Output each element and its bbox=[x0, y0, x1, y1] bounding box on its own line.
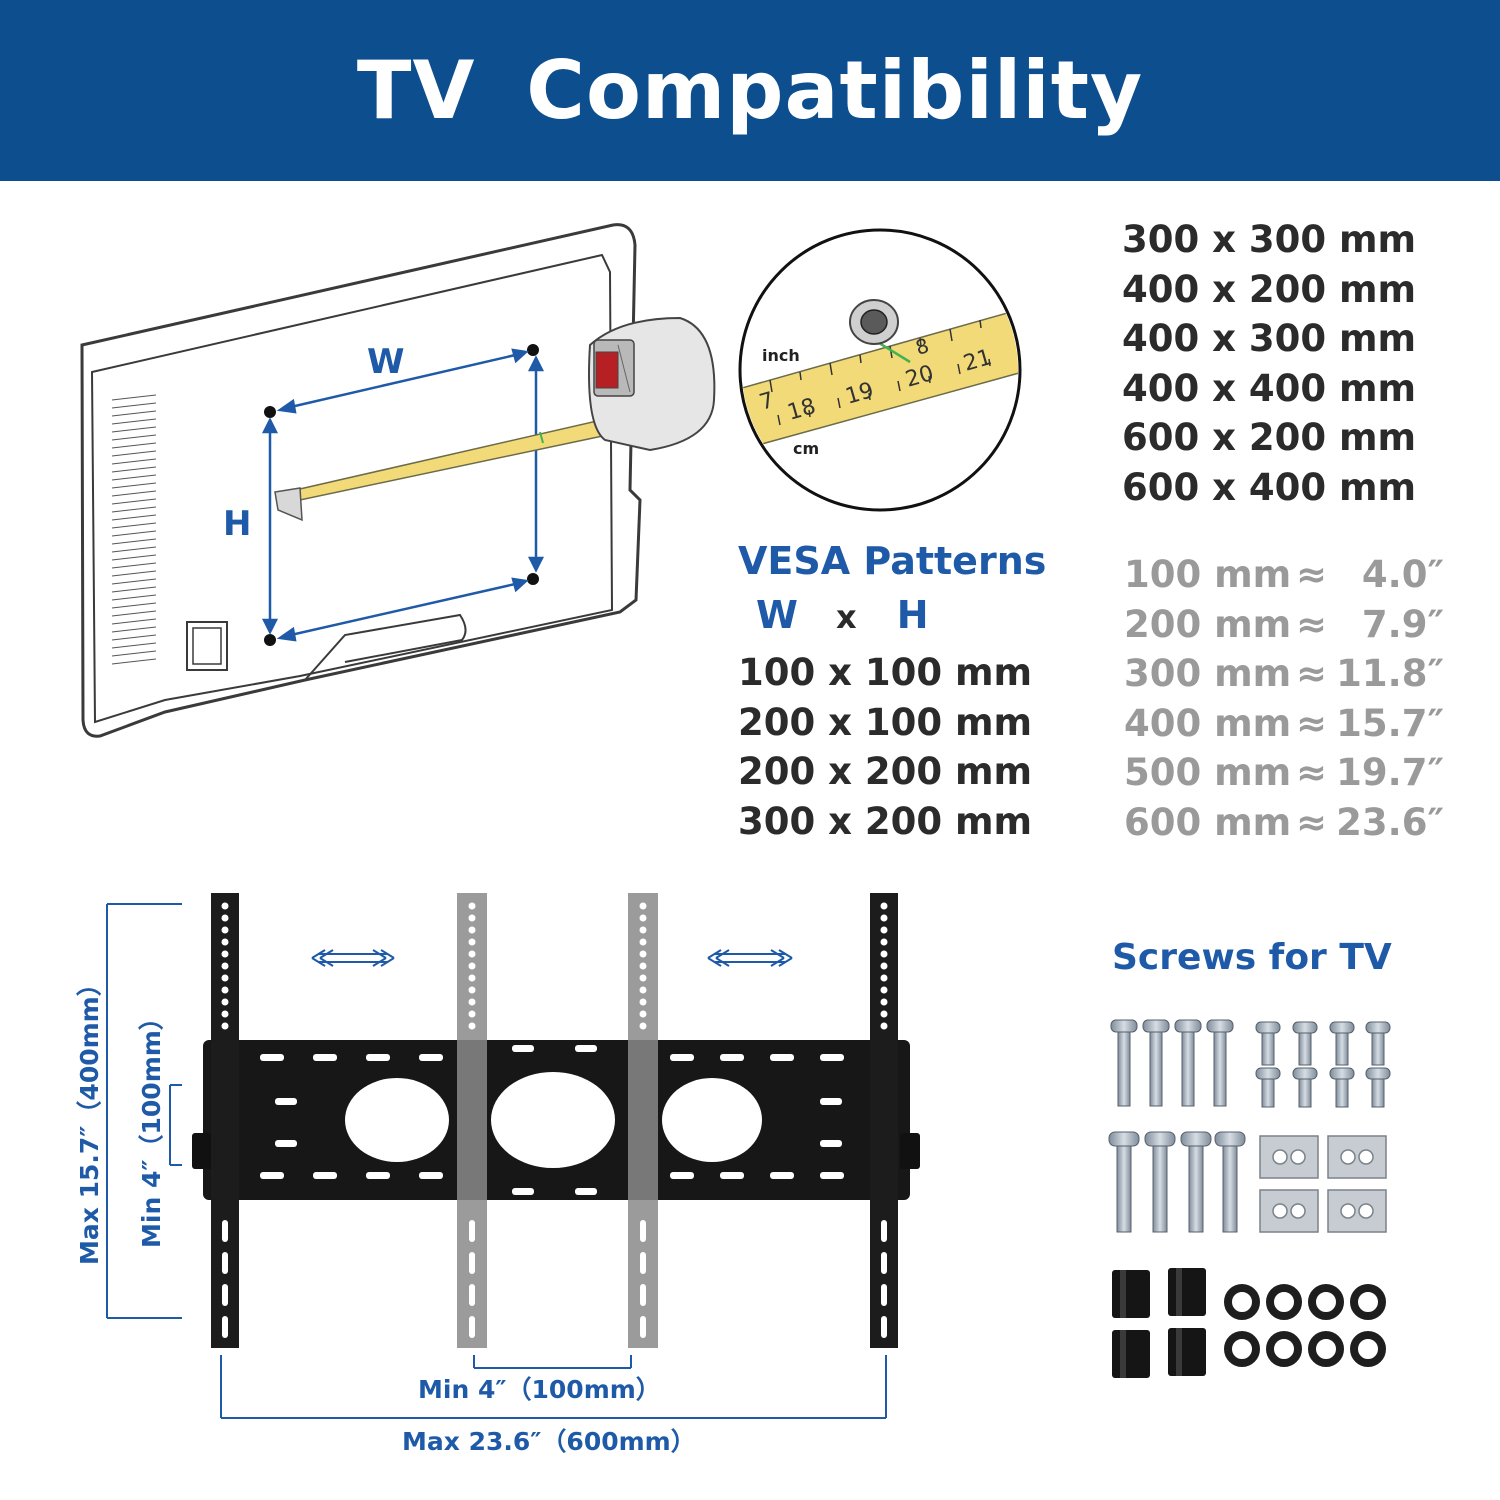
conversion-mm: 200 mm bbox=[1124, 602, 1292, 646]
conversion-row: 100 mm≈4.0″ bbox=[1124, 550, 1444, 600]
inch-label: inch bbox=[762, 346, 800, 365]
height-label: H bbox=[223, 504, 251, 544]
conversion-mm: 600 mm bbox=[1124, 800, 1292, 844]
approx-sign: ≈ bbox=[1296, 652, 1328, 695]
tape-measure-icon bbox=[274, 316, 716, 522]
conversion-row: 400 mm≈15.7″ bbox=[1124, 699, 1444, 749]
mount-hole-icon bbox=[527, 573, 539, 585]
tape-zoom-diagram: 18 19 20 21 7 8 inch cm bbox=[738, 228, 1022, 512]
conversion-inch: 15.7″ bbox=[1336, 701, 1444, 745]
vesa-patterns-left: 100 x 100 mm 200 x 100 mm 200 x 200 mm 3… bbox=[738, 648, 1032, 846]
mount-arm-icon bbox=[211, 893, 898, 1348]
approx-sign: ≈ bbox=[1296, 751, 1328, 794]
conversion-inch: 7.9″ bbox=[1361, 602, 1444, 646]
short-screw-icon bbox=[1255, 1021, 1391, 1108]
vesa-pattern: 400 x 400 mm bbox=[1122, 366, 1417, 410]
vesa-pattern: 600 x 400 mm bbox=[1122, 465, 1417, 509]
slide-arrows-icon bbox=[311, 949, 793, 967]
conversion-inch: 19.7″ bbox=[1336, 751, 1444, 794]
conversion-list: 100 mm≈4.0″ 200 mm≈7.9″ 300 mm≈11.8″ 400… bbox=[1124, 550, 1444, 847]
square-washer-icon bbox=[1259, 1135, 1387, 1233]
vesa-x-label: x bbox=[836, 598, 857, 636]
approx-sign: ≈ bbox=[1296, 602, 1328, 646]
vesa-pattern: 100 x 100 mm bbox=[738, 651, 1033, 694]
round-washer-icon bbox=[1224, 1284, 1386, 1367]
max-width-label: Max 23.6″（600mm） bbox=[402, 1427, 696, 1456]
conversion-row: 300 mm≈11.8″ bbox=[1124, 649, 1444, 699]
screws-hardware-diagram bbox=[1108, 1019, 1391, 1378]
conversion-mm: 100 mm bbox=[1124, 553, 1292, 596]
vesa-pattern: 400 x 300 mm bbox=[1122, 317, 1417, 360]
wall-mount-diagram: Max 15.7″（400mm） Min 4″（100mm） Min 4″（10… bbox=[75, 893, 920, 1456]
mount-hole-icon bbox=[527, 344, 539, 356]
long-screw-icon bbox=[1110, 1019, 1234, 1107]
vesa-pattern: 400 x 200 mm bbox=[1122, 267, 1417, 311]
title-banner bbox=[0, 0, 1500, 181]
vesa-wxh-header: W x H bbox=[756, 592, 929, 640]
long-screw-icon bbox=[1108, 1131, 1246, 1233]
conversion-mm: 400 mm bbox=[1124, 701, 1292, 745]
conversion-mm: 500 mm bbox=[1124, 751, 1292, 794]
conversion-row: 200 mm≈7.9″ bbox=[1124, 600, 1444, 650]
conversion-row: 600 mm≈23.6″ bbox=[1124, 798, 1444, 848]
page-title: TV Compatibility bbox=[356, 44, 1144, 137]
spacer-icon bbox=[1112, 1268, 1206, 1378]
width-label: W bbox=[367, 342, 405, 382]
vesa-h-label: H bbox=[896, 593, 929, 637]
min-width-label: Min 4″（100mm） bbox=[418, 1375, 661, 1404]
vesa-pattern: 300 x 200 mm bbox=[738, 799, 1033, 843]
conversion-inch: 11.8″ bbox=[1336, 652, 1444, 695]
min-height-label: Min 4″（100mm） bbox=[137, 1005, 166, 1248]
mount-hole-icon bbox=[264, 406, 276, 418]
conversion-inch: 23.6″ bbox=[1336, 800, 1444, 844]
vesa-patterns-right: 300 x 300 mm 400 x 200 mm 400 x 300 mm 4… bbox=[1122, 215, 1416, 512]
conversion-inch: 4.0″ bbox=[1361, 553, 1444, 596]
conversion-row: 500 mm≈19.7″ bbox=[1124, 748, 1444, 798]
vesa-pattern: 200 x 100 mm bbox=[738, 700, 1033, 744]
approx-sign: ≈ bbox=[1296, 800, 1328, 844]
vesa-pattern: 200 x 200 mm bbox=[738, 750, 1033, 793]
approx-sign: ≈ bbox=[1296, 701, 1328, 745]
vesa-pattern: 600 x 200 mm bbox=[1122, 416, 1417, 459]
max-height-label: Max 15.7″（400mm） bbox=[75, 971, 104, 1265]
tape-tick-7: 7 bbox=[757, 388, 777, 416]
approx-sign: ≈ bbox=[1296, 553, 1328, 596]
vesa-heading: VESA Patterns bbox=[738, 539, 1047, 583]
conversion-mm: 300 mm bbox=[1124, 652, 1292, 695]
tape-tick-8: 8 bbox=[913, 333, 932, 360]
cm-label: cm bbox=[793, 439, 819, 458]
vesa-pattern: 300 x 300 mm bbox=[1122, 218, 1417, 261]
vesa-w-label: W bbox=[756, 593, 798, 637]
mount-hole-icon bbox=[264, 634, 276, 646]
mount-plate-icon bbox=[192, 1040, 920, 1200]
screws-heading: Screws for TV bbox=[1112, 937, 1392, 978]
tv-back-diagram: W H bbox=[80, 223, 716, 738]
